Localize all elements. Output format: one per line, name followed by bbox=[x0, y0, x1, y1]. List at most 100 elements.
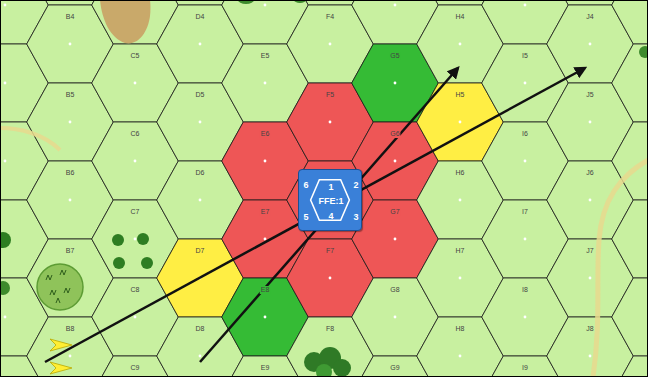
hex-label: H7 bbox=[455, 247, 466, 255]
road bbox=[0, 128, 60, 150]
hex-cell bbox=[612, 44, 648, 122]
sight-arrow bbox=[200, 68, 458, 362]
hex-center-dot bbox=[459, 355, 462, 358]
hex-label: B6 bbox=[65, 169, 76, 177]
hex-label: J8 bbox=[585, 325, 594, 333]
hex-label: F5 bbox=[325, 91, 335, 99]
hex-center-dot bbox=[329, 121, 332, 124]
hex-label: F8 bbox=[325, 325, 335, 333]
sight-arrow bbox=[45, 68, 585, 362]
hex-label: C7 bbox=[130, 208, 141, 216]
forest-patch bbox=[37, 264, 83, 310]
unit-counter: 162FFE:1534 bbox=[298, 169, 362, 231]
tree bbox=[113, 257, 125, 269]
hex-center-dot bbox=[134, 82, 137, 85]
hex-label: G9 bbox=[389, 364, 400, 372]
hex-center-dot bbox=[459, 199, 462, 202]
hex-center-dot bbox=[4, 82, 7, 85]
hex-center-dot bbox=[394, 316, 397, 319]
hex-center-dot bbox=[264, 316, 267, 319]
hex-center-dot bbox=[264, 82, 267, 85]
hex-label: B4 bbox=[65, 13, 76, 21]
hex-center-dot bbox=[199, 355, 202, 358]
hex-center-dot bbox=[134, 160, 137, 163]
hex-center-dot bbox=[69, 355, 72, 358]
hex-center-dot bbox=[589, 43, 592, 46]
hex-center-dot bbox=[329, 277, 332, 280]
hex-label: F4 bbox=[325, 13, 335, 21]
hex-center-dot bbox=[589, 199, 592, 202]
hex-label: I9 bbox=[521, 364, 529, 372]
hex-center-dot bbox=[524, 4, 527, 7]
hex-center-dot bbox=[394, 82, 397, 85]
tree bbox=[316, 364, 332, 377]
hex-label: E9 bbox=[260, 364, 271, 372]
tree bbox=[333, 359, 351, 377]
hex-center-dot bbox=[589, 277, 592, 280]
hex-center-dot bbox=[199, 121, 202, 124]
hex-center-dot bbox=[394, 160, 397, 163]
hex-label: G8 bbox=[389, 286, 400, 294]
hex-label: D8 bbox=[195, 325, 206, 333]
hex-center-dot bbox=[524, 82, 527, 85]
hexside-number: 4 bbox=[328, 212, 333, 221]
unit-id: FFE:1 bbox=[318, 197, 343, 206]
hex-center-dot bbox=[394, 4, 397, 7]
hex-center-dot bbox=[459, 277, 462, 280]
hex-label: J6 bbox=[585, 169, 594, 177]
hex-center-dot bbox=[69, 199, 72, 202]
hex-label: G7 bbox=[389, 208, 400, 216]
hex-label: B8 bbox=[65, 325, 76, 333]
hex-label: B7 bbox=[65, 247, 76, 255]
hex-label: I8 bbox=[521, 286, 529, 294]
hex-label: H4 bbox=[455, 13, 466, 21]
hex-label: H6 bbox=[455, 169, 466, 177]
hex-center-dot bbox=[459, 121, 462, 124]
hex-center-dot bbox=[264, 160, 267, 163]
hex-cell bbox=[612, 356, 648, 377]
hex-center-dot bbox=[524, 160, 527, 163]
hex-label: B5 bbox=[65, 91, 76, 99]
hex-center-dot bbox=[589, 355, 592, 358]
hexside-number: 5 bbox=[303, 213, 308, 222]
hex-cell bbox=[612, 278, 648, 356]
hex-label: E8 bbox=[260, 286, 271, 294]
hex-label: G6 bbox=[389, 130, 400, 138]
hex-center-dot bbox=[69, 43, 72, 46]
grass-tufts bbox=[46, 270, 70, 303]
hex-label: H5 bbox=[455, 91, 466, 99]
hex-center-dot bbox=[4, 4, 7, 7]
hex-center-dot bbox=[459, 43, 462, 46]
hex-label: D6 bbox=[195, 169, 206, 177]
hex-label: F7 bbox=[325, 247, 335, 255]
hex-center-dot bbox=[199, 43, 202, 46]
tree bbox=[0, 281, 10, 295]
hexside-number: 6 bbox=[303, 181, 308, 190]
line-of-sight bbox=[45, 68, 585, 362]
hex-center-dot bbox=[329, 43, 332, 46]
tree bbox=[137, 233, 149, 245]
hex-label: C6 bbox=[130, 130, 141, 138]
hex-label: H8 bbox=[455, 325, 466, 333]
tree bbox=[112, 234, 124, 246]
hex-label: C8 bbox=[130, 286, 141, 294]
hex-center-dot bbox=[4, 160, 7, 163]
hex-center-dot bbox=[589, 121, 592, 124]
hex-label: J7 bbox=[585, 247, 594, 255]
tree bbox=[0, 232, 11, 248]
hexside-number: 1 bbox=[328, 183, 333, 192]
hex-label: D4 bbox=[195, 13, 206, 21]
hex-label: E6 bbox=[260, 130, 271, 138]
hex-label: D7 bbox=[195, 247, 206, 255]
hexside-number: 2 bbox=[353, 181, 358, 190]
hex-cell bbox=[612, 0, 648, 44]
hex-label: I6 bbox=[521, 130, 529, 138]
tree bbox=[639, 46, 648, 58]
hex-label: J5 bbox=[585, 91, 594, 99]
hex-center-dot bbox=[199, 199, 202, 202]
